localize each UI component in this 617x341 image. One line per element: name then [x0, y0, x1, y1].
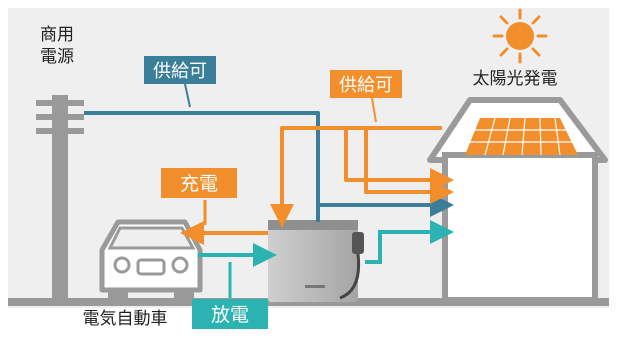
ev-label: 電気自動車	[83, 309, 168, 329]
svg-text:放電: 放電	[211, 304, 249, 326]
label-supply-orange: 供給可	[330, 70, 402, 123]
utility-pole-icon	[36, 95, 84, 300]
sun-icon	[492, 8, 548, 64]
power-conditioner-icon	[268, 220, 364, 302]
house-icon	[427, 97, 608, 303]
utility-label-line2: 電源	[40, 47, 74, 67]
label-supply-blue: 供給可	[144, 56, 216, 108]
solar-supply-flow	[270, 126, 454, 228]
svg-text:供給可: 供給可	[339, 75, 393, 96]
label-charge: 充電	[161, 168, 237, 198]
utility-label-line1: 商用	[40, 25, 74, 45]
solar-panel	[465, 117, 578, 156]
label-discharge: 放電	[192, 299, 268, 329]
car-icon	[99, 219, 203, 300]
svg-text:供給可: 供給可	[153, 61, 207, 82]
battery-supply-flow	[365, 220, 454, 264]
solar-label: 太陽光発電	[473, 69, 558, 89]
svg-text:充電: 充電	[180, 173, 218, 195]
utility-supply-flow	[84, 111, 454, 222]
